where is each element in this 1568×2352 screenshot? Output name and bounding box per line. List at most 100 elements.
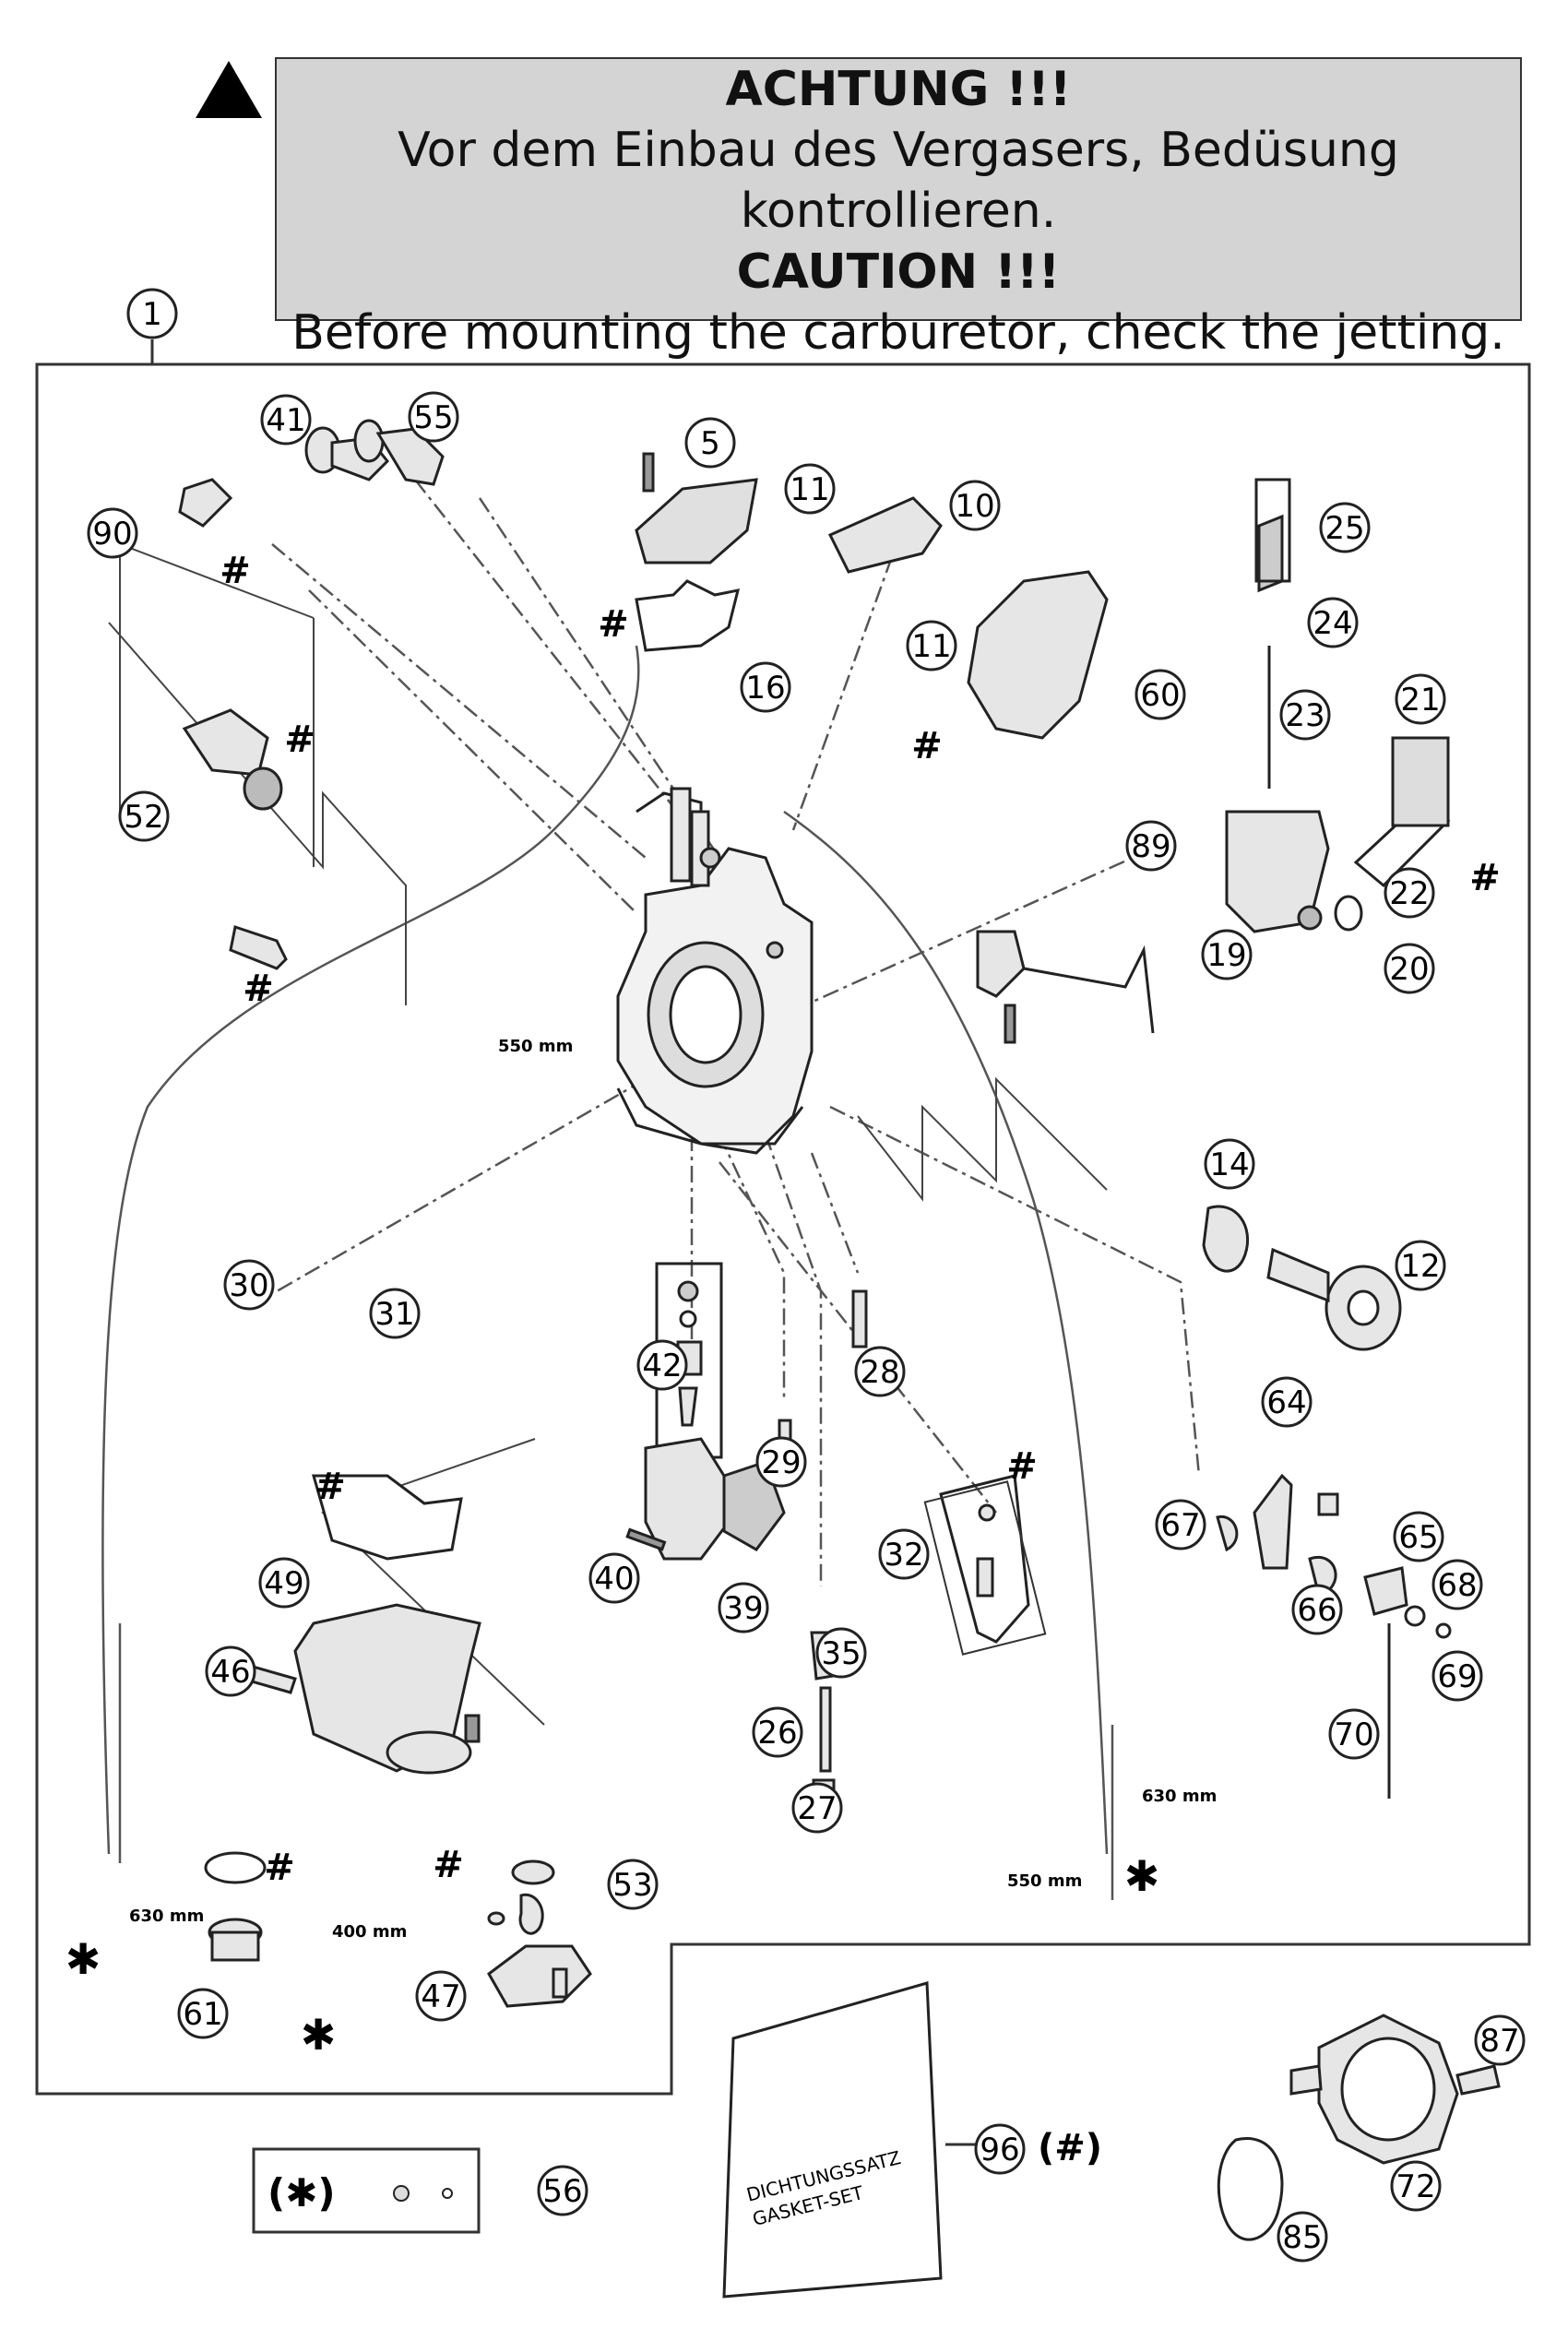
callout-circle [1307, 597, 1359, 648]
callout-number-16: 16 [745, 670, 785, 707]
callout-circle [1395, 1240, 1446, 1291]
callout-circle [684, 417, 736, 469]
callout-circle [87, 507, 138, 559]
idle-jet-box [923, 1480, 1047, 1656]
callout-number-23: 23 [1285, 697, 1324, 734]
callout-number-96: 96 [980, 2132, 1019, 2168]
float-bowl [224, 1474, 481, 1775]
star-marker: ✱ [65, 1934, 101, 1984]
callout-circle [1155, 1499, 1206, 1550]
caution-banner: ACHTUNG !!! Vor dem Einbau des Vergasers… [275, 57, 1522, 361]
callout-circle [1384, 867, 1435, 919]
callout-circle [752, 1706, 803, 1758]
callout-number-85: 85 [1282, 2219, 1322, 2256]
callout-circle [1328, 1708, 1380, 1760]
callout-circle [1384, 943, 1435, 994]
callout-circle [607, 1859, 659, 1910]
intake-boot [1217, 2013, 1501, 2241]
callout-circle [408, 391, 459, 443]
hash-marker: # [1006, 1445, 1038, 1488]
callout-number-66: 66 [1297, 1592, 1336, 1629]
callout-number-21: 21 [1400, 682, 1440, 719]
zigzag-right [857, 1076, 1108, 1202]
callout-circle [974, 2123, 1026, 2175]
de-warning-text: Vor dem Einbau des Vergasers, Bedüsung k… [398, 123, 1399, 239]
callout-circle [537, 2165, 588, 2216]
callout-circle [1319, 502, 1371, 553]
callout-circle [260, 394, 312, 445]
callout-circle [1125, 820, 1177, 872]
vent-hose-right [783, 810, 1109, 1855]
en-warning-title: CAUTION !!! [736, 244, 1061, 300]
callout-number-12: 12 [1400, 1248, 1440, 1285]
hash-marker: # [911, 725, 943, 767]
callout-circle [1277, 2211, 1328, 2263]
drain-plug [204, 1851, 267, 1962]
callout-circle [1395, 673, 1446, 725]
callout-number-69: 69 [1437, 1658, 1477, 1695]
callout-circle [815, 1627, 867, 1679]
vent-hose-left [101, 645, 640, 1855]
hash-marker: # [284, 719, 315, 761]
callout-number-14: 14 [1209, 1146, 1249, 1183]
dimension-label: 630 mm [129, 1907, 204, 1926]
callout-number-67: 67 [1160, 1507, 1200, 1544]
callout-number-47: 47 [421, 1978, 460, 2015]
callout-circle [126, 288, 178, 339]
callout-circle [784, 463, 836, 515]
callout-number-68: 68 [1437, 1567, 1477, 1604]
callout-circle [205, 1645, 256, 1697]
callout-number-42: 42 [642, 1348, 682, 1384]
callout-number-1: 1 [142, 296, 162, 333]
callout-circle [718, 1582, 769, 1633]
callout-number-27: 27 [797, 1790, 837, 1827]
callout-number-72: 72 [1396, 2168, 1435, 2205]
hash-marker: # [1469, 857, 1501, 899]
callout-circle [1390, 2160, 1442, 2212]
star-legend-marker: (✱) [267, 2170, 336, 2215]
callout-number-89: 89 [1131, 828, 1170, 865]
callout-circle [369, 1288, 421, 1339]
callout-number-46: 46 [210, 1654, 250, 1691]
choke-parts [178, 419, 445, 970]
callout-number-60: 60 [1140, 677, 1180, 714]
dimension-label: 630 mm [1142, 1787, 1217, 1806]
callout-number-22: 22 [1389, 875, 1429, 912]
callout-circle [1474, 2014, 1526, 2066]
callout-circle [415, 1970, 467, 2022]
callout-number-32: 32 [884, 1537, 923, 1574]
callout-circle [1393, 1511, 1444, 1562]
hash-marker: # [220, 550, 251, 592]
callout-number-49: 49 [264, 1565, 303, 1602]
callout-circle [854, 1346, 906, 1397]
callout-number-39: 39 [723, 1590, 763, 1627]
dimension-label: 550 mm [1007, 1871, 1082, 1891]
star-marker: ✱ [301, 2010, 337, 2060]
top-cover [635, 452, 758, 652]
carburetor-body [616, 787, 814, 1155]
callout-number-29: 29 [761, 1444, 801, 1481]
hash-marker: # [598, 603, 629, 646]
hash-marker: # [264, 1847, 295, 1889]
callout-number-24: 24 [1313, 605, 1352, 642]
callout-circle [1431, 1650, 1483, 1702]
callout-number-56: 56 [542, 2173, 582, 2210]
callout-circle [906, 620, 957, 671]
hash-marker: # [243, 968, 274, 1010]
callout-circle [949, 480, 1001, 531]
sensor-parts [976, 478, 1451, 1044]
callout-circle [791, 1782, 843, 1834]
callout-number-20: 20 [1389, 951, 1429, 988]
hash-marker: # [315, 1466, 346, 1508]
callout-number-26: 26 [757, 1715, 797, 1752]
callout-number-64: 64 [1266, 1384, 1306, 1421]
callout-circle [1291, 1584, 1343, 1635]
callout-number-25: 25 [1324, 510, 1364, 547]
callout-number-35: 35 [821, 1635, 861, 1672]
dimension-label: 400 mm [332, 1922, 407, 1942]
assembly-frame [35, 362, 1531, 2096]
gasket-set-bag [722, 1981, 980, 2299]
item-56-box [252, 2147, 481, 2234]
